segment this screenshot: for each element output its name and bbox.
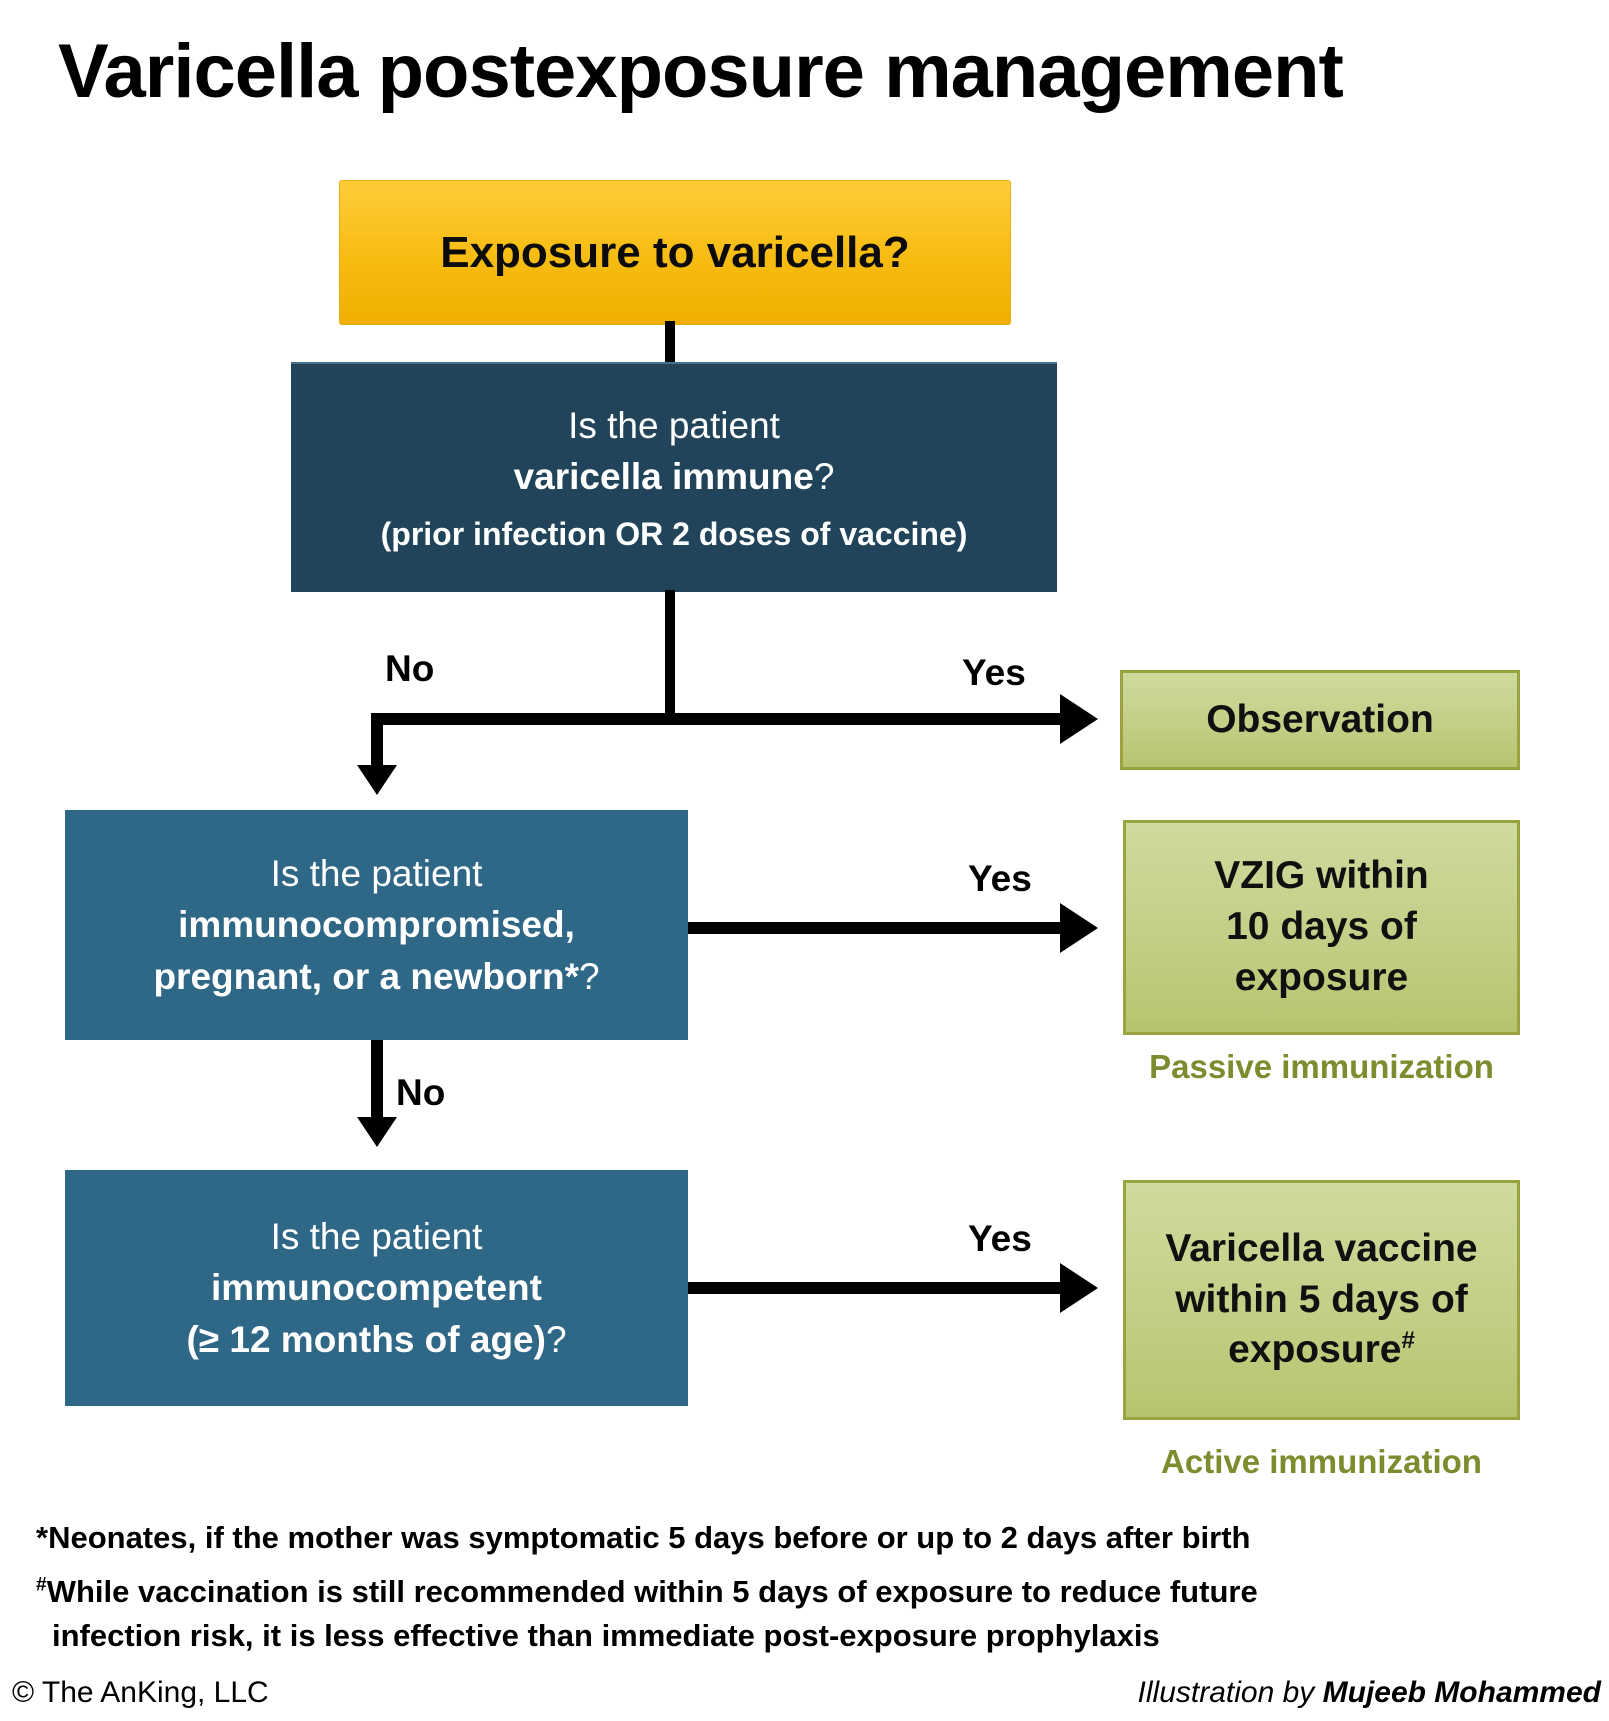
question-node-immunocompetent: Is the patient immunocompetent (≥ 12 mon… xyxy=(65,1170,688,1406)
credit-name: Mujeeb Mohammed xyxy=(1322,1676,1601,1709)
active-immunization-tag: Active immunization xyxy=(1161,1443,1482,1480)
footnote-vaccination-line1: #While vaccination is still recommended … xyxy=(36,1574,1258,1609)
credit-prefix: Illustration by xyxy=(1137,1676,1323,1709)
q2-line1: Is the patient xyxy=(270,853,483,895)
copyright-text: © The AnKing, LLC xyxy=(12,1676,269,1709)
branch2-no-arrowhead-icon xyxy=(357,1117,397,1147)
vzig-line3: exposure xyxy=(1234,955,1409,999)
branch1-yes-arrowhead-icon xyxy=(1060,694,1098,744)
branch2-yes-label: Yes xyxy=(968,858,1032,899)
vzig-line1: VZIG within xyxy=(1214,854,1429,898)
branch3-yes-label: Yes xyxy=(968,1218,1032,1259)
illustration-credit: Illustration by Mujeeb Mohammed xyxy=(1138,1676,1601,1710)
q3-line1: Is the patient xyxy=(270,1216,483,1258)
question-node-immunocompromised: Is the patient immunocompromised, pregna… xyxy=(65,810,688,1040)
footnote-vaccination-line2: infection risk, it is less effective tha… xyxy=(52,1618,1160,1653)
vaccine-line3: exposure# xyxy=(1228,1327,1415,1372)
q3-line2: immunocompetent xyxy=(211,1267,542,1309)
connector-q1-branch xyxy=(665,590,675,725)
q1-line1: Is the patient xyxy=(568,404,780,446)
vaccine-line2: within 5 days of xyxy=(1175,1277,1468,1321)
vzig-line2: 10 days of xyxy=(1226,905,1417,949)
branch3-yes-arrowhead-icon xyxy=(1060,1263,1098,1313)
footnote-neonates: *Neonates, if the mother was symptomatic… xyxy=(36,1520,1251,1555)
page-title: Varicella postexposure management xyxy=(58,29,1344,114)
q1-line3: (prior infection OR 2 doses of vaccine) xyxy=(380,515,968,552)
branch2-yes-line xyxy=(688,922,1060,934)
passive-immunization-tag: Passive immunization xyxy=(1149,1048,1494,1085)
branch2-no-line xyxy=(371,1040,383,1117)
connector-start-q1 xyxy=(665,321,675,364)
outcome-node-vaccine: Varicella vaccine within 5 days of expos… xyxy=(1123,1180,1520,1420)
branch1-horizontal-line xyxy=(371,713,1060,725)
start-node-exposure: Exposure to varicella? xyxy=(339,180,1011,325)
branch1-no-vertical-line xyxy=(371,713,383,765)
branch3-yes-line xyxy=(688,1282,1060,1294)
branch2-no-label: No xyxy=(396,1072,446,1113)
observation-label: Observation xyxy=(1206,697,1434,741)
q1-line2: varicella immune? xyxy=(513,455,835,497)
outcome-node-observation: Observation xyxy=(1120,670,1520,770)
branch2-yes-arrowhead-icon xyxy=(1060,903,1098,953)
q3-line3: (≥ 12 months of age)? xyxy=(186,1318,567,1360)
outcome-node-vzig: VZIG within 10 days of exposure xyxy=(1123,820,1520,1035)
q2-line3: pregnant, or a newborn*? xyxy=(153,955,600,997)
question-node-varicella-immune: Is the patient varicella immune? (prior … xyxy=(291,362,1057,592)
branch1-no-label: No xyxy=(385,648,435,689)
q2-line2: immunocompromised, xyxy=(178,904,575,946)
vaccine-line1: Varicella vaccine xyxy=(1165,1226,1478,1270)
branch1-no-arrowhead-icon xyxy=(357,765,397,795)
branch1-yes-label: Yes xyxy=(962,652,1026,693)
start-node-label: Exposure to varicella? xyxy=(440,227,910,277)
